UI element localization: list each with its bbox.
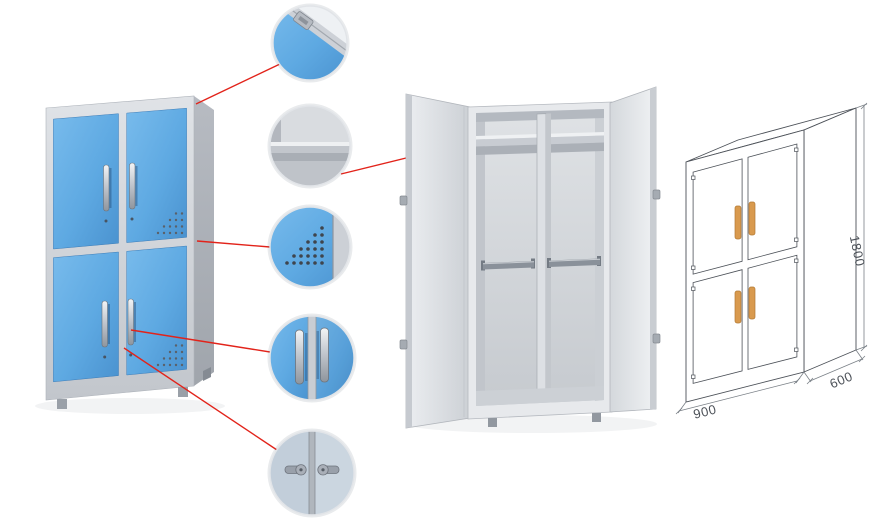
hanging-rail-right bbox=[547, 256, 601, 268]
callout-vent-holes-detail bbox=[267, 204, 353, 290]
handle-icon bbox=[127, 298, 134, 346]
handle-icon bbox=[320, 327, 329, 383]
handle-icon bbox=[129, 162, 136, 210]
keyhole-icon bbox=[104, 219, 108, 223]
vent-holes-upper bbox=[156, 212, 184, 235]
wire-door-lower-left bbox=[692, 269, 743, 384]
lock-stub-icon bbox=[399, 195, 408, 206]
door-handles bbox=[101, 162, 138, 359]
open-door-left bbox=[405, 93, 471, 429]
center-divider bbox=[536, 113, 547, 403]
vent-holes-lower bbox=[156, 344, 184, 367]
lock-stub-icon bbox=[652, 333, 661, 344]
cam-lock-icon bbox=[284, 464, 307, 476]
connector-line bbox=[130, 329, 271, 353]
cabinet-feet bbox=[57, 367, 211, 409]
interior-floor bbox=[476, 386, 604, 406]
dimension-drawing: 1800 900 600 bbox=[675, 102, 868, 422]
connector-line bbox=[123, 347, 278, 451]
handle-icon bbox=[748, 286, 756, 320]
callout-door-handles-detail bbox=[267, 313, 357, 403]
wire-door-upper-left bbox=[692, 158, 743, 275]
wire-door-lower-right bbox=[747, 254, 798, 370]
callout-connectors bbox=[123, 63, 468, 451]
callout-cam-locks-detail bbox=[267, 428, 357, 518]
handle-icon bbox=[101, 300, 108, 348]
keyhole-icon bbox=[103, 355, 107, 359]
handle-icon bbox=[734, 290, 742, 324]
connector-line bbox=[196, 240, 271, 248]
cam-lock-icon bbox=[317, 464, 340, 476]
keyhole-icon bbox=[130, 217, 134, 221]
handle-icon bbox=[103, 164, 110, 212]
wire-door-upper-right bbox=[747, 143, 798, 261]
vent-holes-icon bbox=[285, 226, 324, 265]
dimension-lines bbox=[675, 102, 868, 415]
door-lower-left bbox=[53, 251, 119, 383]
keyhole-icon bbox=[129, 353, 133, 357]
door-upper-right bbox=[126, 107, 187, 243]
wire-hinges bbox=[691, 147, 799, 379]
connector-line bbox=[195, 63, 281, 105]
callout-top-hinge-detail bbox=[270, 3, 350, 83]
lock-stub-icon bbox=[399, 339, 408, 350]
shelf-edge bbox=[270, 142, 350, 146]
hinge-icon bbox=[293, 11, 314, 30]
open-cabinet bbox=[399, 86, 661, 429]
lock-stub-icon bbox=[652, 189, 661, 200]
callout-interior-shelf-detail bbox=[267, 103, 353, 189]
width-dimension-label: 900 bbox=[692, 401, 718, 421]
wire-handles bbox=[734, 201, 756, 324]
door-lower-right bbox=[126, 245, 187, 376]
cabinet-feet bbox=[488, 413, 601, 427]
height-dimension-label: 1800 bbox=[847, 234, 868, 268]
closed-cabinet bbox=[45, 95, 214, 409]
door-upper-left bbox=[53, 113, 119, 250]
open-door-right bbox=[609, 86, 657, 413]
handle-icon bbox=[748, 201, 756, 236]
handle-icon bbox=[295, 329, 304, 385]
handle-icon bbox=[734, 205, 742, 240]
hanging-rail-left bbox=[481, 258, 535, 271]
